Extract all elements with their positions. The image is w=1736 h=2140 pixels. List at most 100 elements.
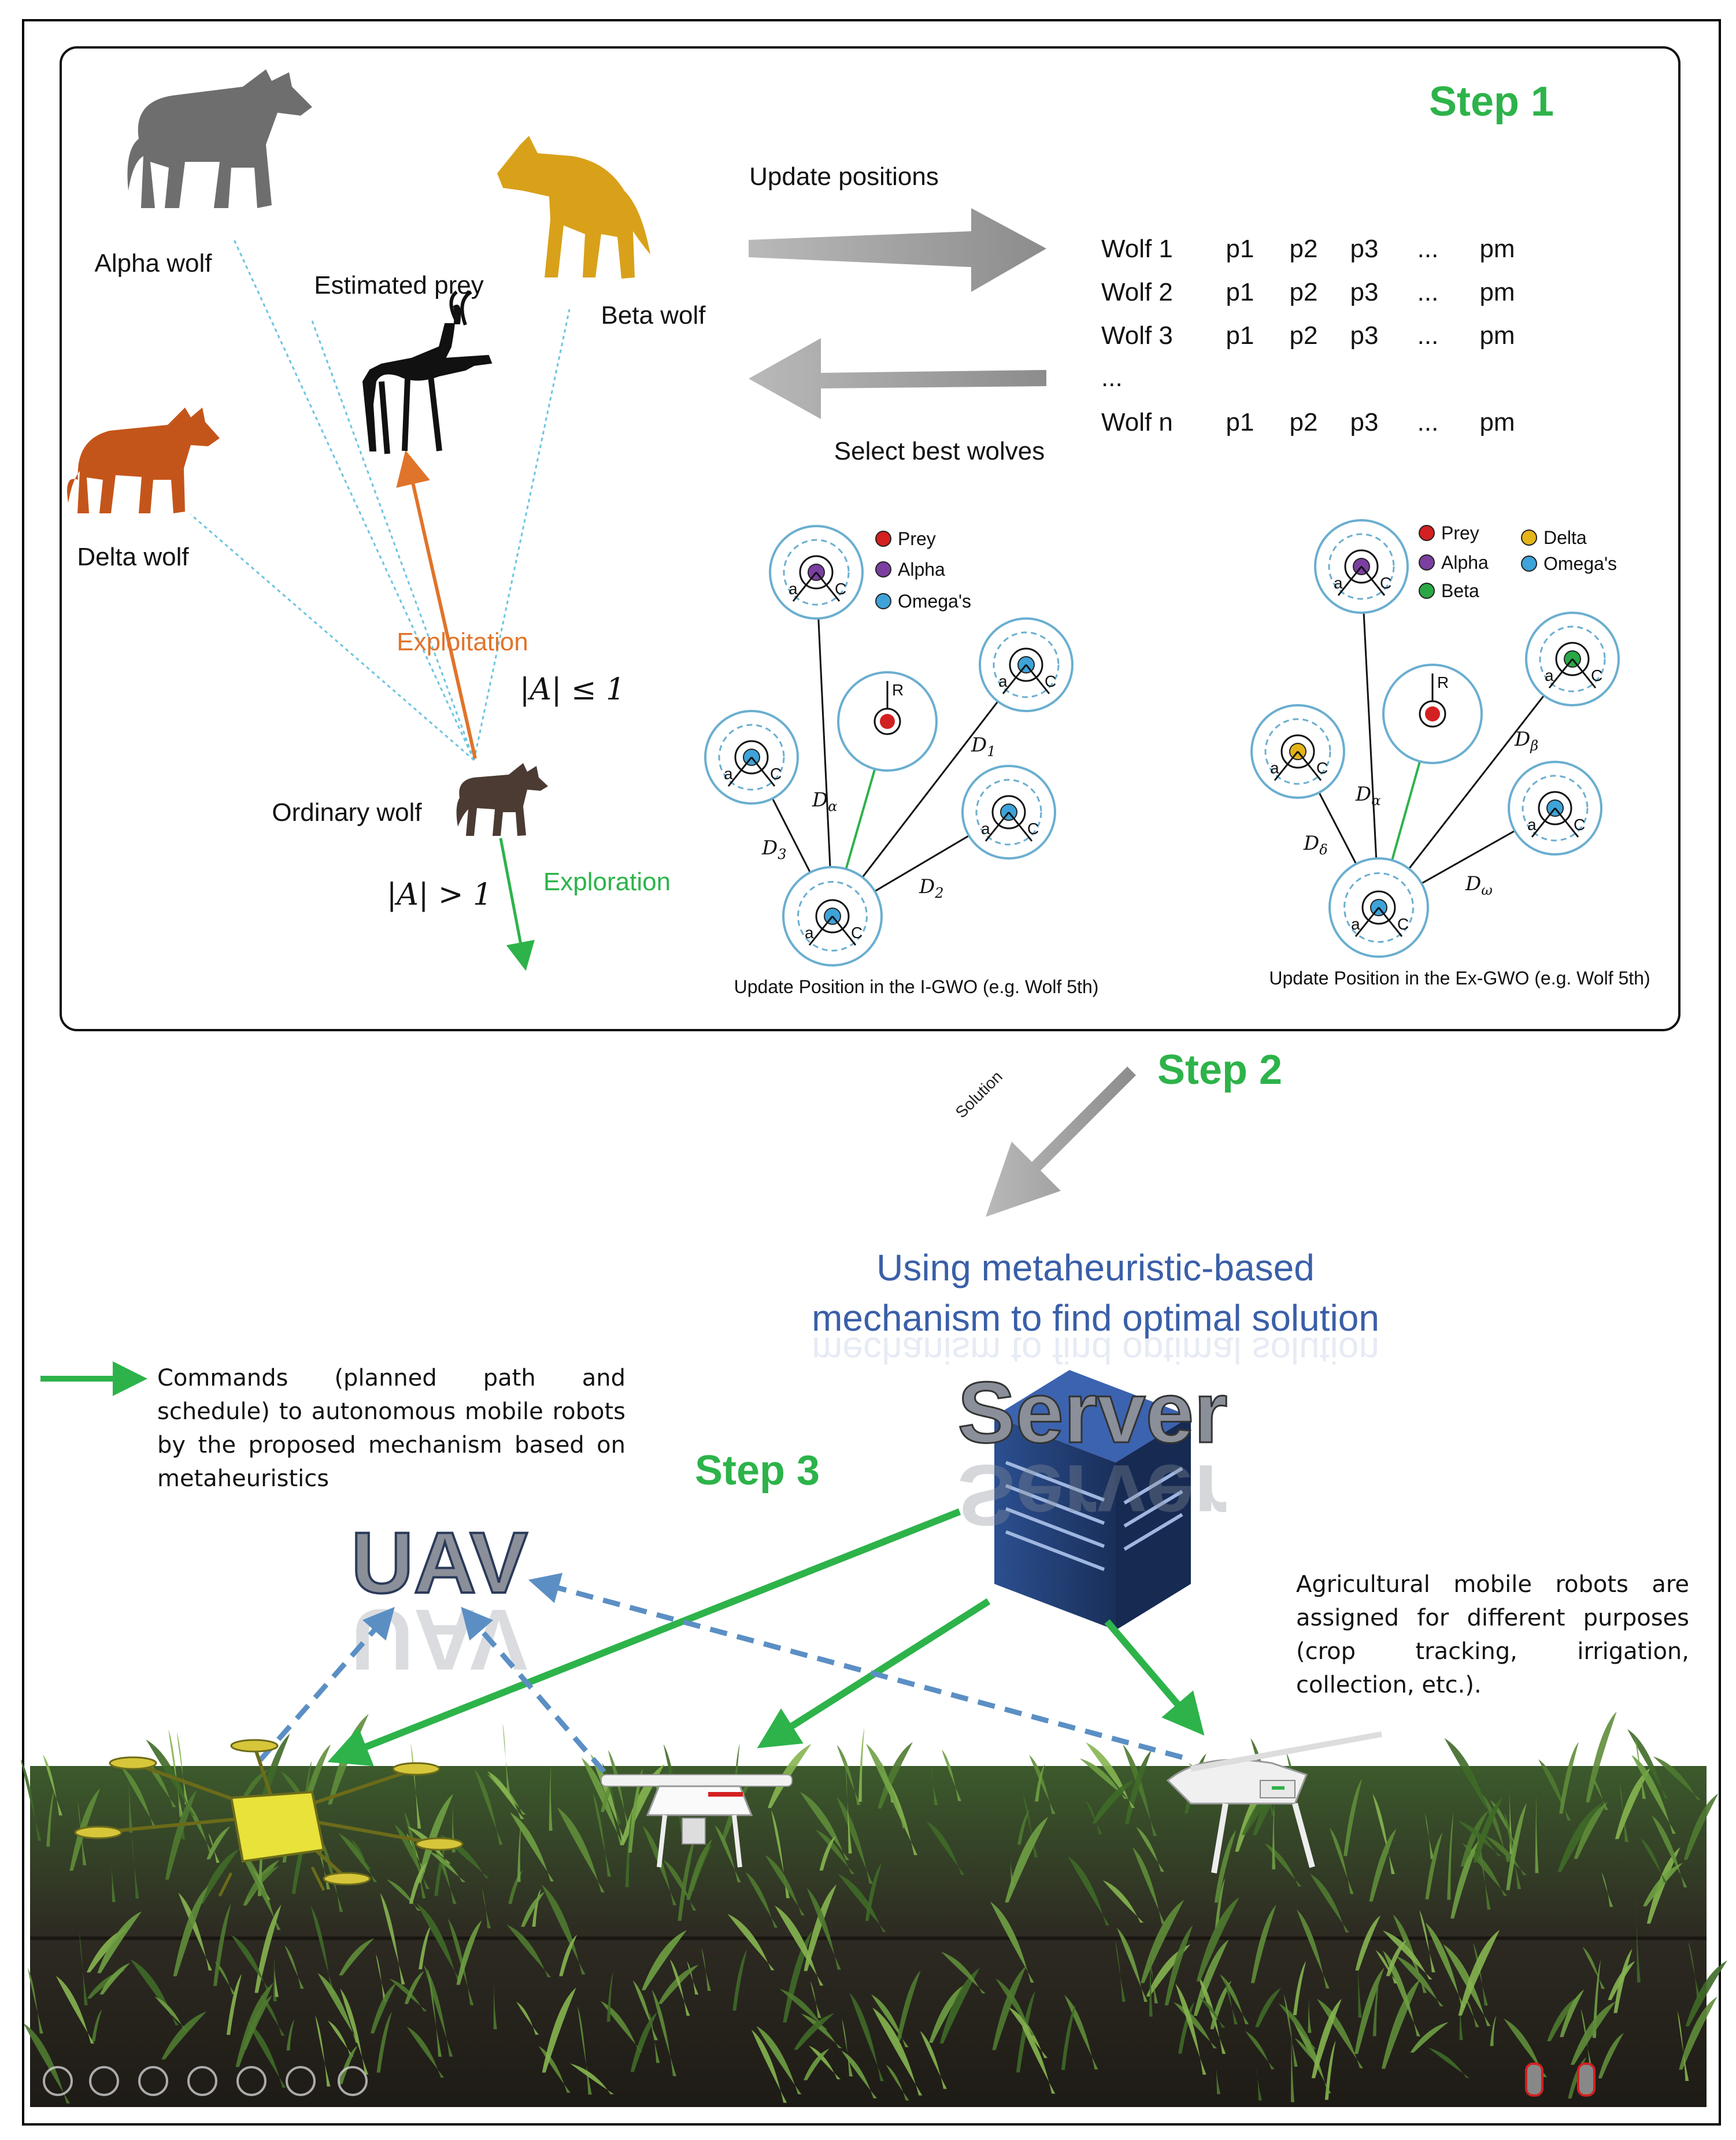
- crop-leaf: [1255, 1987, 1282, 2027]
- crop-leaf: [1535, 1795, 1539, 1874]
- legend-label: Omega's: [1543, 553, 1617, 574]
- legend-dot: [875, 531, 891, 547]
- zoom-icon[interactable]: [236, 2066, 266, 2096]
- crop-leaf: [1149, 1952, 1153, 2017]
- line-to-alpha: [233, 239, 475, 761]
- crop-leaf: [328, 2020, 354, 2057]
- crop-leaf: [1677, 2011, 1689, 2081]
- crop-leaf: [1086, 1800, 1102, 1834]
- select-best-arrow: [749, 338, 1046, 419]
- node-label-a: a: [724, 765, 733, 783]
- node-label-a: a: [1270, 759, 1279, 777]
- crop-leaf: [409, 1862, 427, 1904]
- node-vector-c: [815, 572, 841, 602]
- crop-leaf: [23, 2023, 71, 2104]
- crop-leaf: [939, 1968, 980, 2044]
- crop-leaf: [131, 1834, 139, 1899]
- crop-leaf: [771, 1810, 790, 1898]
- node-vector-a: [1337, 566, 1363, 596]
- node-label-a: a: [981, 820, 990, 838]
- crop-leaf: [1425, 1832, 1443, 1900]
- wolf-position-cell: p3: [1350, 235, 1379, 263]
- crop-leaf: [715, 1825, 741, 1883]
- crop-leaf: [1061, 2004, 1076, 2070]
- crop-leaf: [745, 1872, 778, 1928]
- crop-leaf: [941, 1749, 962, 1801]
- search-radius-dashed: [718, 724, 785, 791]
- crop-leaf: [482, 1888, 491, 1928]
- ordinary-wolf-label: Ordinary wolf: [272, 798, 422, 827]
- crop-leaf: [1215, 1878, 1226, 1928]
- previous-icon[interactable]: [43, 2066, 73, 2096]
- crop-leaf: [247, 2021, 286, 2088]
- crop-leaf: [842, 2019, 853, 2076]
- crop-leaf: [474, 1769, 503, 1845]
- crop-leaf: [1294, 2038, 1320, 2068]
- distance-line: [831, 664, 1027, 917]
- node-label-c: C: [1380, 574, 1391, 592]
- condition-exploit: |A| ≤ 1: [520, 672, 625, 707]
- slides-icon[interactable]: [187, 2066, 217, 2096]
- crop-leaf: [542, 1987, 576, 2073]
- crop-leaf: [1560, 1989, 1585, 2037]
- crop-leaf: [502, 1723, 511, 1798]
- crop-leaf: [593, 1793, 611, 1877]
- node-label-a: a: [1334, 574, 1343, 592]
- crop-leaf: [1444, 1738, 1494, 1821]
- exploitation-arrow: [396, 450, 477, 759]
- crop-leaf: [317, 1972, 360, 2043]
- crop-leaf: [517, 1821, 521, 1882]
- crop-leaf: [91, 2009, 102, 2042]
- crop-leaf: [376, 1954, 387, 2002]
- crop-leaf: [46, 1790, 54, 1847]
- next-icon[interactable]: [89, 2066, 119, 2096]
- node-vector-a: [1002, 664, 1027, 694]
- crop-leaf: [1559, 1742, 1579, 1814]
- crop-leaf: [168, 1729, 183, 1817]
- crop-leaf: [55, 1976, 95, 2044]
- more-options-icon[interactable]: [338, 2066, 368, 2096]
- crop-leaf: [931, 1766, 938, 1805]
- crop-leaf: [99, 1963, 131, 1995]
- legend-dot: [1419, 525, 1435, 541]
- wolf-row-label: Wolf 3: [1101, 321, 1173, 350]
- crop-leaf: [434, 1842, 447, 1896]
- node-vector-a: [1354, 907, 1380, 937]
- wolf-position-cell: p2: [1290, 408, 1318, 436]
- pen-icon[interactable]: [138, 2066, 168, 2096]
- crop-leaf: [1372, 1976, 1380, 2037]
- update-positions-label: Update positions: [749, 162, 939, 191]
- distance-label: Dα: [812, 788, 837, 814]
- wolf-position-cell: pm: [1479, 408, 1515, 436]
- node-vector-a: [1274, 751, 1299, 781]
- search-radius-dashed: [993, 631, 1060, 698]
- crop-leaf: [231, 1935, 271, 1991]
- crop-leaf: [926, 1821, 965, 1875]
- crop-leaf: [1017, 1810, 1030, 1845]
- node-label-c: C: [835, 580, 846, 598]
- crop-leaf: [578, 2006, 592, 2095]
- step1-panel: [60, 46, 1681, 1031]
- crop-leaf: [227, 1974, 242, 2035]
- crop-leaf: [1210, 1980, 1232, 2030]
- subtitles-icon[interactable]: [286, 2066, 316, 2096]
- legend-dot: [1419, 554, 1435, 571]
- wolf-row-label: ...: [1101, 364, 1123, 392]
- crop-leaf: [1586, 1711, 1617, 1802]
- legend-label: Alpha: [1441, 552, 1489, 573]
- crop-leaf: [1465, 1997, 1479, 2027]
- crop-leaf: [727, 1913, 775, 1971]
- crop-leaf: [1200, 1997, 1226, 2028]
- crop-leaf: [1653, 1756, 1701, 1800]
- legend-dot: [1521, 530, 1537, 546]
- crop-leaf: [1289, 2013, 1331, 2094]
- crop-leaf: [756, 2026, 802, 2094]
- crop-leaf: [897, 1970, 921, 2041]
- mechanism-line-1: Using metaheuristic-based: [876, 1247, 1315, 1289]
- crop-leaf: [606, 1971, 613, 2022]
- crop-leaf: [447, 1918, 474, 2005]
- crop-leaf: [686, 1839, 713, 1900]
- crop-leaf: [310, 1906, 335, 1994]
- node-label-a: a: [1545, 667, 1554, 684]
- crop-leaf: [284, 1945, 304, 1989]
